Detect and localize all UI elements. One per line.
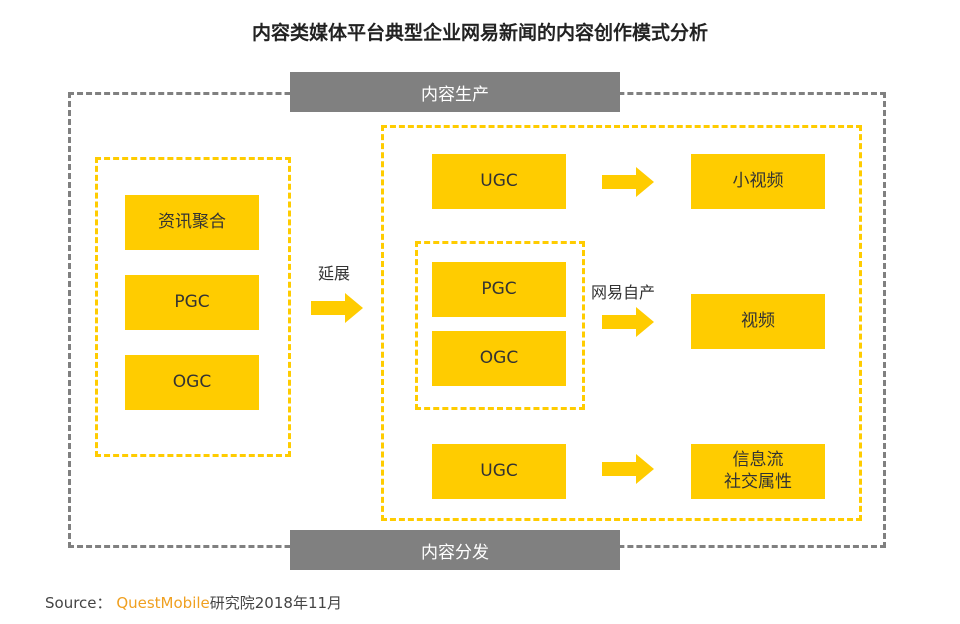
netease-own-label: 网易自产 <box>591 283 656 302</box>
extend-arrow-icon <box>311 293 363 323</box>
content-production-label: 内容生产 <box>290 72 620 112</box>
box-ogc-right: OGC <box>432 331 566 386</box>
source-prefix: Source： <box>45 594 112 612</box>
box-ogc-left: OGC <box>125 355 259 410</box>
box-ugc-bottom: UGC <box>432 444 566 499</box>
arrow-right-icon <box>602 167 654 197</box>
netease-own-group <box>415 241 585 410</box>
source-brand: QuestMobile <box>116 594 210 612</box>
box-video: 视频 <box>691 294 825 349</box>
arrow-right-icon <box>602 454 654 484</box>
source-suffix: 研究院2018年11月 <box>209 594 343 612</box>
box-short-video: 小视频 <box>691 154 825 209</box>
left-source-group <box>95 157 291 457</box>
right-output-group <box>381 125 862 521</box>
social-attribute-label: 社交属性 <box>724 471 792 492</box>
page-title: 内容类媒体平台典型企业网易新闻的内容创作模式分析 <box>251 22 708 44</box>
content-distribution-label: 内容分发 <box>290 530 620 570</box>
box-news-aggregation: 资讯聚合 <box>125 195 259 250</box>
box-feed-social: 信息流 社交属性 <box>691 444 825 499</box>
source-note: Source： QuestMobile研究院2018年11月 <box>45 592 342 613</box>
feed-label: 信息流 <box>732 450 784 471</box>
arrow-right-icon <box>602 307 654 337</box>
extend-label: 延展 <box>318 264 351 283</box>
box-ugc-top: UGC <box>432 154 566 209</box>
box-pgc-left: PGC <box>125 275 259 330</box>
box-pgc-right: PGC <box>432 262 566 317</box>
